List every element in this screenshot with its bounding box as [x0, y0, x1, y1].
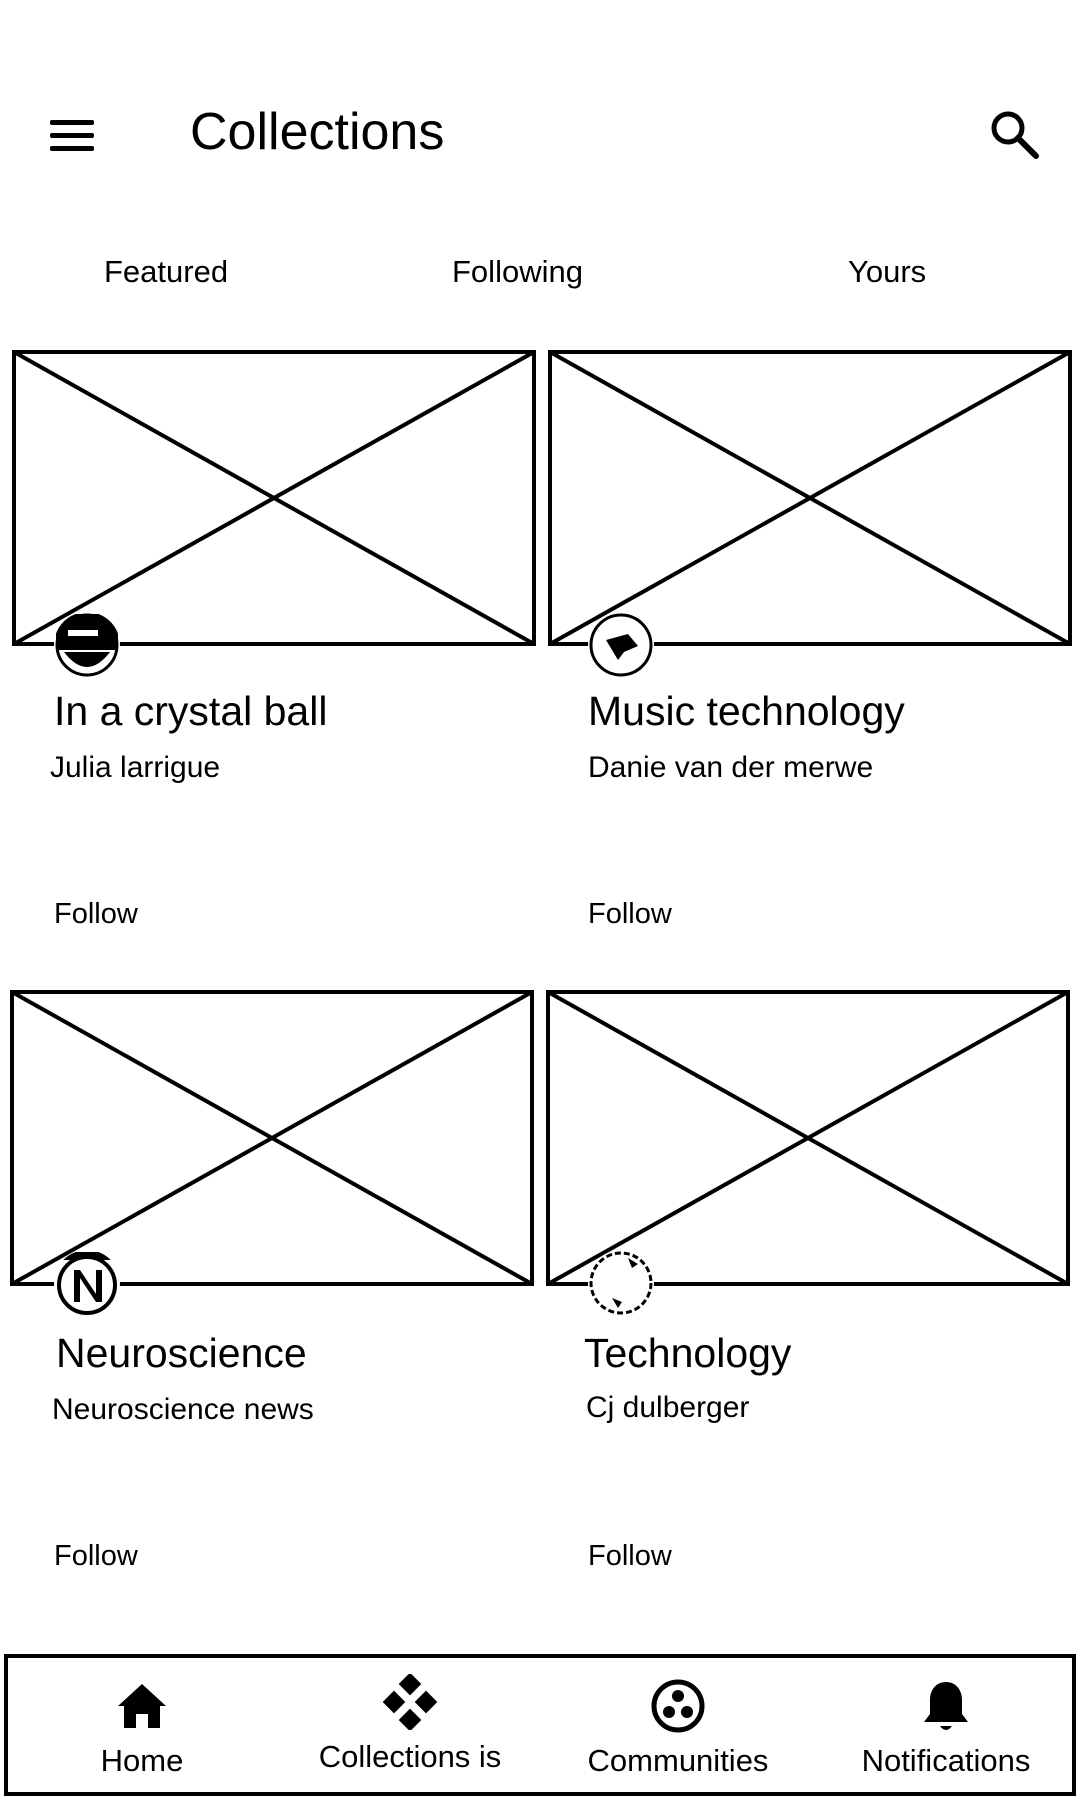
avatar-icon	[588, 612, 654, 678]
collection-card[interactable]	[548, 350, 1072, 651]
nav-label: Notifications	[861, 1743, 1031, 1778]
follow-button[interactable]: Follow	[588, 898, 672, 930]
image-placeholder	[546, 990, 1070, 1286]
hamburger-menu-icon[interactable]	[46, 116, 98, 156]
collection-title[interactable]: In a crystal ball	[54, 688, 328, 734]
image-placeholder	[10, 990, 534, 1286]
communities-icon	[651, 1679, 705, 1733]
home-icon	[118, 1684, 166, 1728]
nav-collections[interactable]: Collections is	[276, 1658, 544, 1792]
collection-title[interactable]: Technology	[584, 1330, 792, 1376]
tab-yours[interactable]: Yours	[848, 254, 927, 289]
image-placeholder	[548, 350, 1072, 646]
nav-home[interactable]: Home	[8, 1658, 276, 1792]
search-icon[interactable]	[988, 108, 1042, 162]
avatar-icon	[54, 612, 120, 678]
follow-button[interactable]: Follow	[588, 1540, 672, 1572]
nav-label: Collections is	[318, 1739, 502, 1774]
tab-following[interactable]: Following	[452, 254, 583, 289]
avatar-icon	[588, 1250, 654, 1316]
collection-card[interactable]	[12, 350, 536, 651]
nav-label: Communities	[587, 1743, 769, 1778]
collection-author[interactable]: Cj dulberger	[586, 1391, 750, 1424]
nav-communities[interactable]: Communities	[544, 1658, 812, 1792]
collection-author[interactable]: Danie van der merwe	[588, 751, 874, 784]
nav-label: Home	[100, 1743, 184, 1778]
image-placeholder	[12, 350, 536, 646]
nav-notifications[interactable]: Notifications	[812, 1658, 1080, 1792]
collection-card[interactable]	[10, 990, 534, 1291]
avatar-icon	[54, 1250, 120, 1316]
collection-title[interactable]: Music technology	[588, 688, 905, 734]
collection-title[interactable]: Neuroscience	[56, 1330, 307, 1376]
collection-card[interactable]	[546, 990, 1070, 1291]
collection-author[interactable]: Neuroscience news	[52, 1393, 314, 1426]
bell-icon	[924, 1682, 968, 1730]
tab-featured[interactable]: Featured	[104, 254, 229, 289]
bottom-navigation: Home Collections is Communities Notifica…	[4, 1654, 1076, 1796]
follow-button[interactable]: Follow	[54, 898, 138, 930]
follow-button[interactable]: Follow	[54, 1540, 138, 1572]
collection-author[interactable]: Julia larrigue	[50, 751, 221, 784]
collections-icon	[382, 1674, 438, 1730]
page-title: Collections	[190, 103, 445, 161]
